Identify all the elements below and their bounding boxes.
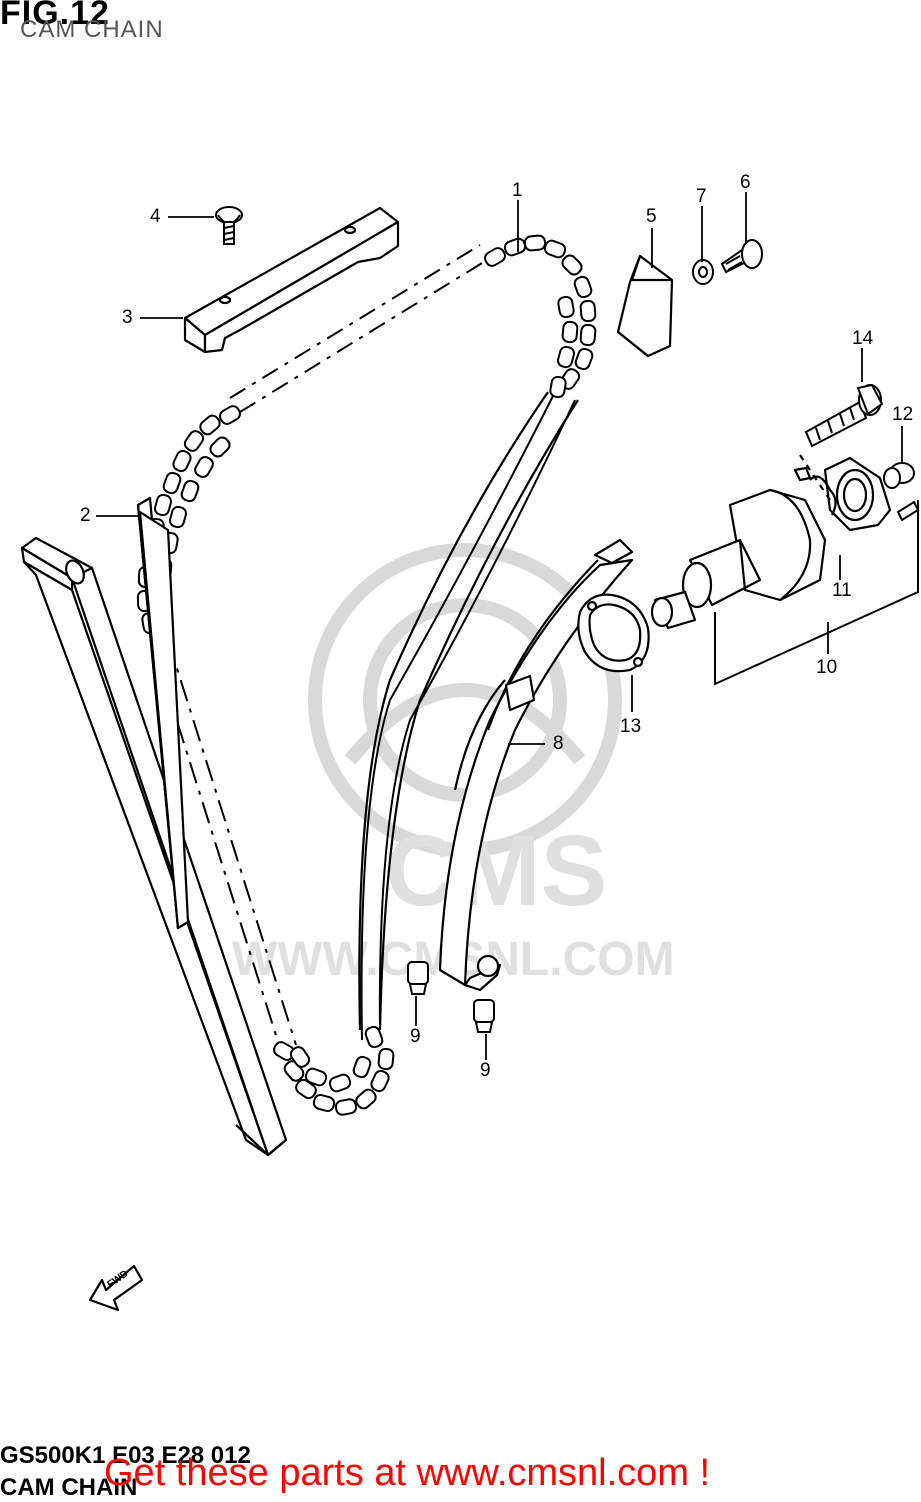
callout-3: 3	[122, 307, 133, 328]
callout-1: 1	[512, 180, 523, 201]
diagram-code: GS500K1 E03 E28 012	[0, 1442, 251, 1469]
cushion-b	[473, 999, 495, 1033]
callout-7: 7	[696, 186, 707, 207]
rear-guide	[20, 496, 288, 1157]
leader-lines	[96, 192, 903, 1060]
bolt-14	[804, 383, 884, 448]
callout-11: 11	[832, 580, 852, 601]
cap-12	[883, 462, 915, 489]
upper-guide-bar	[183, 206, 400, 354]
bracket-10	[714, 500, 919, 686]
forward-arrow-icon: FWD	[88, 1264, 144, 1312]
callout-12: 12	[892, 404, 914, 425]
callout-10: 10	[816, 657, 838, 678]
callout-13: 13	[620, 716, 642, 737]
screw	[215, 206, 243, 245]
stud	[896, 500, 920, 522]
callout-4: 4	[150, 206, 161, 227]
callout-6: 6	[740, 172, 751, 193]
callout-9-a: 9	[410, 1026, 421, 1047]
tensioner-adjuster	[650, 466, 827, 630]
washer	[692, 259, 714, 285]
callout-14: 14	[852, 328, 874, 349]
gasket	[577, 593, 650, 673]
callout-2: 2	[80, 505, 91, 526]
callout-8: 8	[553, 733, 564, 754]
callout-5: 5	[646, 206, 657, 227]
cushion-block	[616, 254, 674, 358]
promo-link[interactable]: Get these parts at www.cmsnl.com !	[104, 1452, 711, 1494]
watermark-logo-text: CMS	[385, 815, 607, 927]
figure-subtitle: CAM CHAIN	[20, 16, 164, 43]
cushion-a	[407, 961, 429, 995]
diagram-code-title: CAM CHAIN	[0, 1474, 138, 1501]
spring-flange	[799, 454, 892, 532]
tensioner-blade	[438, 538, 634, 992]
front-guide	[358, 391, 579, 1031]
bolt-6	[720, 239, 763, 274]
figure-title: FIG.12	[0, 0, 110, 32]
callout-9-b: 9	[480, 1060, 491, 1081]
